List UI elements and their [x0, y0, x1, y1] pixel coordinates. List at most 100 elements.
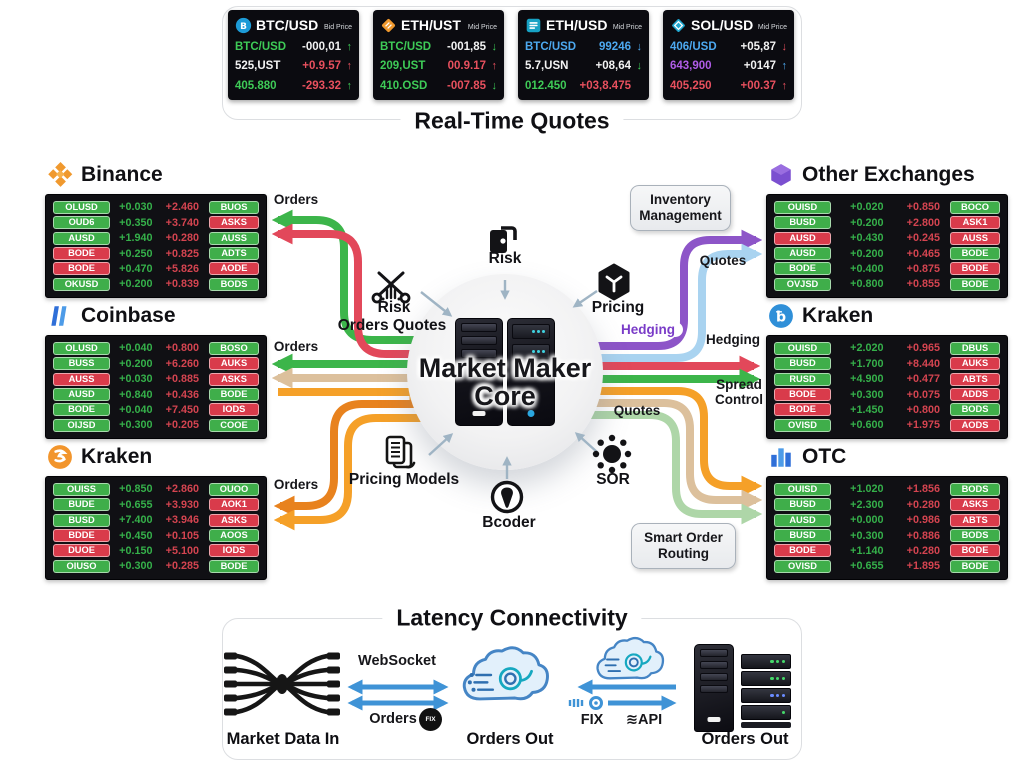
ask-change: +0.280	[906, 498, 940, 511]
side-badge: ASKS	[950, 498, 1000, 512]
bid-change: +0.300	[850, 529, 884, 542]
ticker-row-value: -293.32	[301, 79, 341, 92]
ticker-row-label: 012.450	[525, 79, 567, 92]
websocket-label: WebSocket	[358, 653, 436, 669]
ask-change: +0.477	[906, 373, 940, 386]
exchange-logo-icon: ƀ	[768, 303, 794, 329]
side-badge: AUKS	[950, 357, 1000, 371]
pair-badge: BUSD	[53, 513, 110, 527]
side-badge: ASK1	[950, 216, 1000, 230]
smart-order-routing-box: Smart Order Routing	[631, 523, 736, 569]
bid-change: +0.200	[850, 247, 884, 260]
side-badge: BODE	[950, 277, 1000, 291]
exchange-name: Kraken	[802, 304, 874, 327]
ticker-symbol: ETH/USD	[546, 17, 608, 33]
ticker-logo-icon: B	[235, 17, 252, 34]
api-label: ≋API	[625, 712, 663, 728]
exchange-logo-icon	[47, 444, 73, 470]
ticker-row-label: 209,UST	[380, 60, 426, 73]
side-badge: BODS	[950, 403, 1000, 417]
side-badge: DBUS	[950, 341, 1000, 355]
pair-badge: BODE	[53, 262, 110, 276]
exchange-logo-icon	[768, 162, 794, 188]
ticker-row-label: BTC/USD	[380, 40, 432, 53]
pricing-models-doc-icon	[383, 434, 417, 479]
bid-change: +0.350	[119, 216, 153, 229]
pair-badge: AUSD	[53, 388, 110, 402]
ticker-row-value: 00.9.17	[447, 60, 486, 73]
bid-change: +4.900	[850, 373, 884, 386]
exchange-header: Binance	[47, 160, 267, 190]
sor-label: SOR	[596, 471, 630, 488]
pair-badge: BUSD	[774, 529, 831, 543]
ticker-row-label: 5.7,USN	[525, 60, 569, 73]
fix-label: FIX	[580, 712, 604, 728]
ask-change: +0.436	[165, 388, 199, 401]
pair-badge: OUISS	[53, 482, 110, 496]
ask-change: +5.100	[165, 544, 199, 557]
ticker-row-label: 405.880	[235, 79, 277, 92]
ask-change: +0.280	[165, 232, 199, 245]
trend-arrow-icon: ↑	[781, 60, 788, 73]
pair-badge: BUSD	[774, 498, 831, 512]
trend-arrow-icon: ↓	[491, 40, 498, 53]
ticker-row-value: +0147	[743, 60, 776, 73]
ask-change: +0.205	[165, 419, 199, 432]
pair-badge: OUD6	[53, 216, 110, 230]
pair-badge: BODE	[53, 247, 110, 261]
ticker-row: BTC/USD-000,01↑	[235, 37, 352, 57]
exchange-header: ƀ Kraken	[768, 301, 1008, 331]
ask-change: +2.460	[165, 201, 199, 214]
side-badge: BODE	[950, 544, 1000, 558]
pair-badge: BUSD	[774, 216, 831, 230]
ask-change: +0.105	[165, 529, 199, 542]
exchange-name: OTC	[802, 445, 847, 468]
ticker-row: 405.880-293.32↑	[235, 76, 352, 96]
pair-badge: AUSD	[774, 247, 831, 261]
side-badge: BUOS	[209, 200, 259, 214]
quotes-label-top: Quotes	[699, 253, 747, 268]
fix-protocol-badge: FIX	[419, 708, 442, 731]
pricing-models-label: Pricing Models	[348, 471, 460, 488]
pair-badge: BUSS	[53, 357, 110, 371]
side-badge: ABTS	[950, 372, 1000, 386]
orders-label-kraken: Orders	[273, 477, 319, 492]
api-wave-icon: ≋	[625, 712, 638, 728]
side-badge: IODS	[209, 544, 259, 558]
ticker-row-value: -001,85	[446, 40, 486, 53]
pair-badge: BDDE	[53, 529, 110, 543]
ticker-row-value: +0.9.57	[302, 60, 341, 73]
pair-badge: AUSD	[774, 513, 831, 527]
side-badge: AUSS	[209, 231, 259, 245]
side-badge: ADDS	[950, 388, 1000, 402]
orders-label-binance: Orders	[273, 192, 319, 207]
bid-change: +0.430	[850, 232, 884, 245]
ask-change: +1.856	[906, 483, 940, 496]
bid-change: +0.000	[850, 514, 884, 527]
ask-change: +2.860	[165, 483, 199, 496]
exchange-name: Kraken	[81, 445, 153, 468]
bid-change: +0.600	[850, 419, 884, 432]
ask-change: +0.800	[906, 403, 940, 416]
bid-change: +0.040	[119, 342, 153, 355]
ask-change: +0.825	[165, 247, 199, 260]
bid-change: +1.450	[850, 403, 884, 416]
